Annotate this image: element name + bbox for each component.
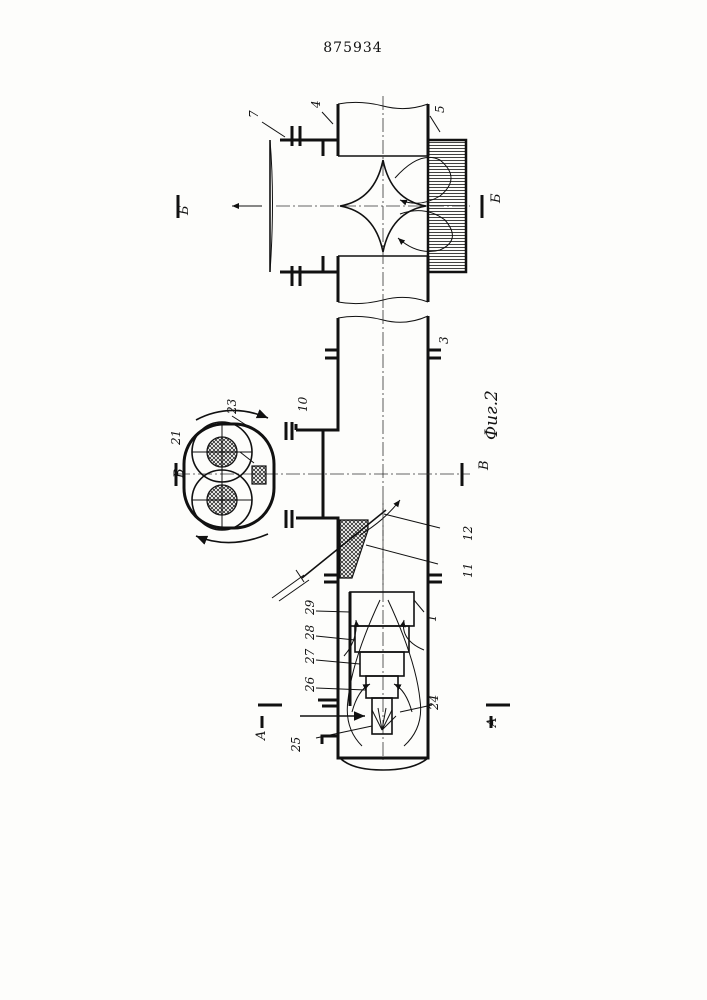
figure-caption: Фиг.2 <box>482 390 502 440</box>
section-label-a-right: A <box>485 718 500 728</box>
label-part-27: 27 <box>303 648 317 665</box>
label-part-7: 7 <box>247 110 261 118</box>
label-part-12: 12 <box>461 526 475 541</box>
label-part-29: 29 <box>303 599 317 616</box>
roller-unit <box>184 410 274 542</box>
section-label-a-left: A <box>254 731 269 741</box>
label-part-11: 11 <box>461 563 475 578</box>
section-label-v-left: В <box>172 468 187 479</box>
section-label-v-right: В <box>477 460 492 471</box>
patent-number: 875934 <box>323 40 382 56</box>
top-assembly <box>178 96 482 310</box>
label-part-24: 24 <box>427 695 441 711</box>
label-part-4: 4 <box>309 100 323 109</box>
label-part-5: 5 <box>433 105 447 113</box>
section-label-b-left: Б <box>177 205 192 216</box>
label-part-28: 28 <box>303 624 317 641</box>
label-part-3: 3 <box>437 336 451 344</box>
label-part-21: 21 <box>169 430 183 446</box>
label-part-23: 23 <box>225 398 239 415</box>
label-part-10: 10 <box>296 396 310 412</box>
label-part-1: 1 <box>425 614 439 622</box>
section-label-b-right: Б <box>489 193 504 204</box>
label-part-26: 26 <box>303 676 317 693</box>
label-part-25: 25 <box>289 737 303 753</box>
